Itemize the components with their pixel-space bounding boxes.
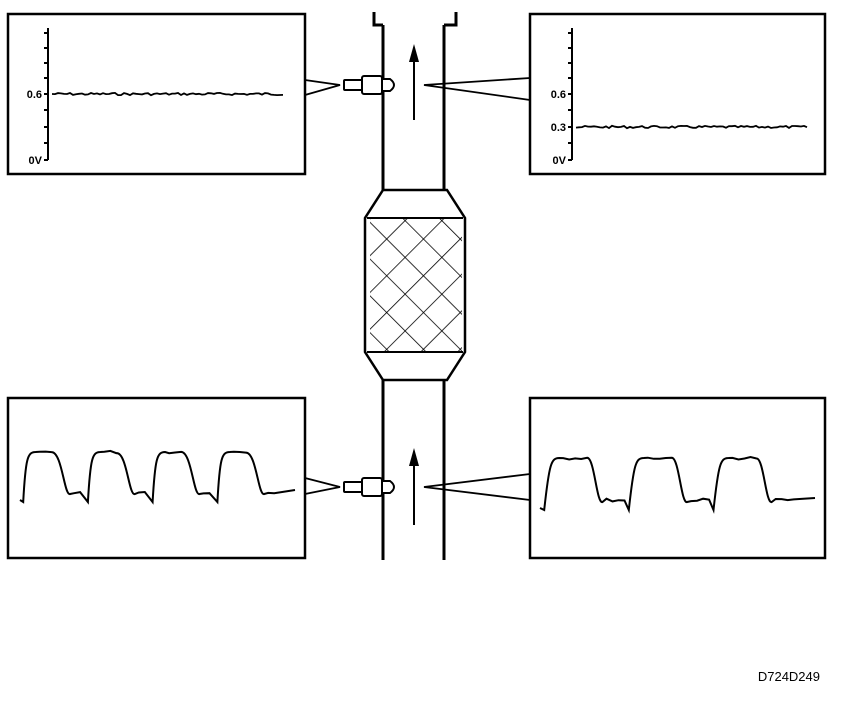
sensor-upstream: [343, 477, 395, 497]
panel-top-left: 0.6 0V: [6, 12, 307, 176]
tick-label-0-6: 0.6: [27, 89, 42, 101]
tick-label-0-6: 0.6: [551, 89, 566, 101]
catalyst-substrate: [370, 218, 462, 352]
leader-lines: [304, 77, 531, 501]
tick-label-0v: 0V: [553, 155, 567, 167]
leader-top-right: [423, 77, 531, 101]
sensor-icon: [343, 481, 363, 493]
panel-bottom-right: [528, 396, 827, 560]
panel-bottom-left: [6, 396, 307, 560]
flow-arrow-lower: [409, 448, 419, 525]
steady-signal-trace: [51, 91, 284, 97]
panel-top-right: 0.6 0.3 0V: [528, 12, 827, 176]
steady-signal-trace: [575, 124, 808, 130]
sensor-icon: [343, 79, 363, 91]
pipe-top-flare: [372, 12, 458, 27]
figure-code: D724D249: [758, 669, 820, 684]
sensor-downstream: [343, 75, 395, 95]
leader-top-left: [304, 79, 341, 96]
switching-signal-trace: [19, 449, 296, 505]
converter-shell: [363, 188, 467, 382]
leader-bottom-right: [423, 473, 531, 501]
tick-label-0v: 0V: [29, 155, 43, 167]
switching-signal-trace: [539, 455, 816, 514]
axis-top-right: [568, 28, 573, 161]
axis-top-left: [44, 28, 49, 161]
leader-bottom-left: [304, 477, 341, 495]
tick-label-0-3: 0.3: [551, 122, 566, 134]
flow-arrow-upper: [409, 44, 419, 120]
